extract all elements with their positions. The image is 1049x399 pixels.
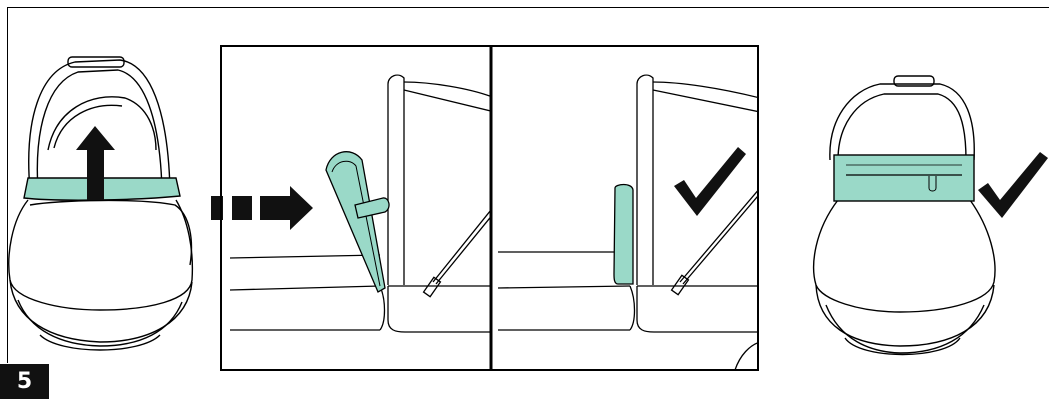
cover-flap-flat <box>613 183 634 285</box>
checkmark-icon <box>978 152 1048 218</box>
carrycot-left <box>8 56 194 351</box>
detail-panel-before <box>229 74 491 333</box>
checkmark-icon <box>674 147 746 216</box>
detail-panel-frame <box>220 45 759 371</box>
detail-panel-after <box>497 74 758 370</box>
step-number-badge: 5 <box>0 364 49 399</box>
carrycot-right <box>813 75 996 356</box>
cover-flap-tilted <box>325 151 390 293</box>
up-arrow-icon <box>76 126 115 200</box>
dashed-right-arrow-icon <box>211 186 313 230</box>
frame-left-line <box>7 7 8 363</box>
frame-top-line <box>7 7 1049 8</box>
attached-cover <box>833 154 975 202</box>
